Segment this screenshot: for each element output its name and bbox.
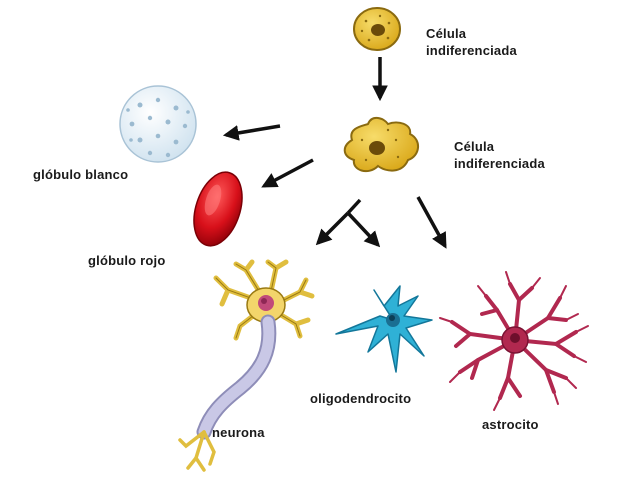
- white-blood-cell: [119, 85, 197, 163]
- neuron-label: neurona: [212, 425, 265, 440]
- stem-cell-top-label: Célula indiferenciada: [426, 25, 517, 59]
- arrow-to-white-blood-cell: [222, 124, 281, 141]
- stem-cell-mid-label-line1: Célula: [454, 139, 495, 154]
- neuron: [178, 259, 315, 472]
- stem-cell-mid-label: Célula indiferenciada: [454, 138, 545, 172]
- stem-cell-top-label-line2: indiferenciada: [426, 43, 517, 58]
- stem-cell-top: [353, 7, 401, 51]
- arrow-to-oligodendrocyte: [346, 211, 381, 248]
- red-blood-cell: [193, 171, 243, 247]
- astrocyte: [439, 271, 589, 411]
- oligodendrocyte-label: oligodendrocito: [310, 391, 412, 406]
- stem-cell-mid: [343, 117, 419, 173]
- oligodendrocyte: [335, 285, 433, 373]
- arrow-to-neuron: [315, 211, 350, 246]
- astrocyte-label: astrocito: [482, 417, 539, 432]
- red-blood-cell-label: glóbulo rojo: [88, 253, 166, 268]
- arrow-fork-stem: [346, 198, 362, 215]
- stem-cell-mid-label-line2: indiferenciada: [454, 156, 545, 171]
- stem-cell-top-label-line1: Célula: [426, 26, 467, 41]
- white-blood-cell-label: glóbulo blanco: [33, 167, 129, 182]
- arrow-to-astrocyte: [416, 196, 447, 249]
- arrow-to-red-blood-cell: [261, 158, 314, 188]
